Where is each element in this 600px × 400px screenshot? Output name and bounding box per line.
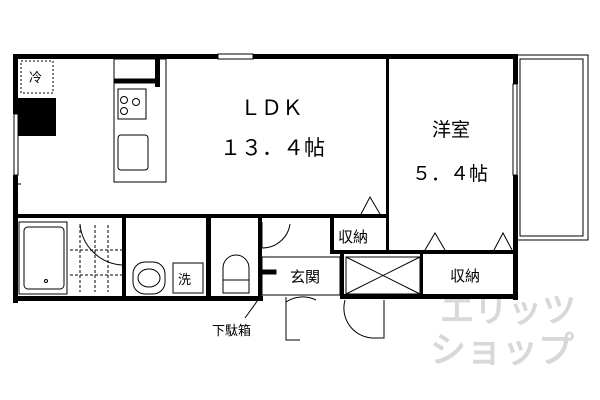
western-room-name: 洋室 [432,119,470,141]
shoe-box-label: 下駄箱 [212,323,251,339]
bathroom [18,221,123,295]
bathtub-icon [23,226,65,290]
washing-machine-icon [172,262,204,294]
outer-walls [13,54,518,303]
hallway-void [345,256,421,295]
closet-door-marks [360,195,513,251]
western-room-size: ５．４帖 [412,163,488,185]
storage-label: 収納 [450,267,480,285]
watermark-line2: ショップ [430,330,574,371]
washbasin-icon [132,261,166,295]
burner-icon [120,96,128,104]
ldk-name: ＬＤＫ [240,96,303,120]
entrance [261,256,385,341]
burner-icon [120,107,128,115]
washroom [132,261,204,295]
storage-label: 収納 [338,228,368,246]
entrance-label: 玄関 [290,268,320,286]
toilet-icon [222,222,291,294]
washer-label: 洗 [178,273,191,288]
windows [13,53,518,185]
sink-icon [117,134,149,171]
burner-icon [132,98,140,106]
kitchen-counter [113,58,167,183]
ldk-size: １３．４帖 [220,136,325,160]
watermark-logo: エリッツ ショップ [430,291,576,371]
fridge: 冷 [20,60,54,94]
fridge-label: 冷 [29,71,42,86]
balcony [516,54,589,241]
